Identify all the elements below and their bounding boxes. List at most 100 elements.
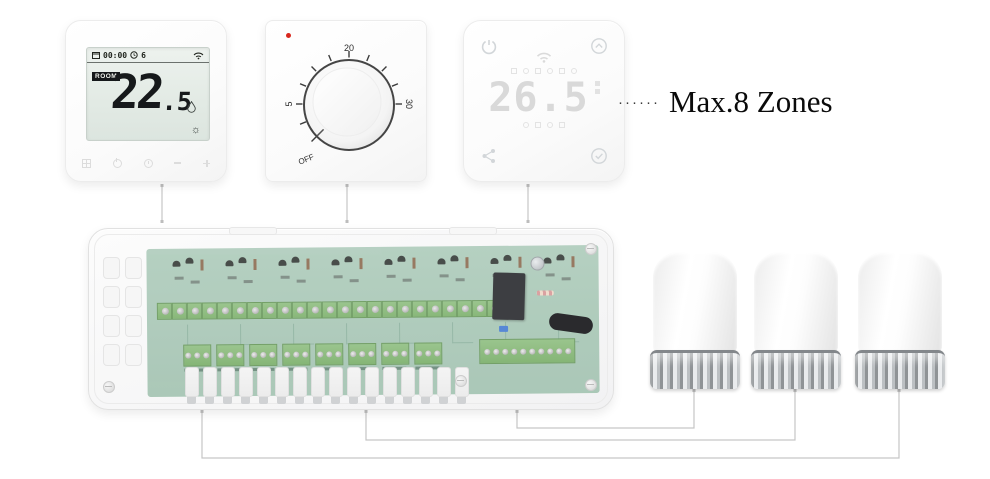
strain-relief-tooth [401, 367, 415, 404]
mini-status-icon [547, 68, 553, 74]
clock-button-icon [143, 158, 153, 168]
terminal-screw [359, 351, 366, 358]
diode [455, 278, 465, 282]
diode [561, 277, 571, 281]
mounting-slot [125, 315, 142, 337]
mini-mode-icon [523, 122, 529, 128]
calendar-icon [92, 52, 100, 59]
terminal-screw [284, 351, 291, 358]
mini-status-icon [559, 68, 565, 74]
wifi-icon [536, 52, 552, 63]
dial-label-off: OFF [297, 152, 315, 166]
strain-relief-tooth [275, 367, 289, 404]
terminal-screw [501, 348, 508, 355]
terminal-screw [416, 350, 423, 357]
strain-relief-tooth [203, 367, 217, 404]
terminal-screw [350, 351, 357, 358]
dial-label-30: 30 [404, 99, 414, 109]
power-terminal-block [479, 338, 576, 365]
zone-terminal [183, 344, 212, 367]
capacitor [530, 256, 545, 271]
terminal-screw [227, 352, 234, 359]
terminal-screw [555, 347, 562, 354]
channel-cluster [276, 255, 322, 297]
terminal-screw [334, 351, 341, 358]
terminal-screw [202, 352, 209, 359]
mini-mode-icon [535, 122, 541, 128]
terminal-screw [185, 352, 192, 359]
mini-mode-icon [547, 122, 553, 128]
pcb-trace [399, 322, 421, 344]
zone-terminal [315, 343, 344, 366]
terminal-screw [425, 350, 432, 357]
mini-status-icon [523, 68, 529, 74]
strain-relief-tooth [419, 367, 433, 404]
mounting-slot [103, 286, 120, 308]
terminal-screw [218, 352, 225, 359]
terminal-cell [426, 300, 442, 318]
pcb-trace [187, 324, 209, 346]
actuator [650, 252, 740, 392]
terminal-screw [326, 351, 333, 358]
mounting-slot [103, 257, 120, 279]
terminal-cell [336, 301, 352, 319]
dial-label-20: 20 [344, 43, 354, 53]
resistor [536, 290, 554, 296]
terminal-cell [441, 300, 457, 318]
pcb-trace [452, 322, 474, 344]
transistor [503, 254, 512, 261]
transistor [397, 255, 406, 262]
dial-ticks [296, 51, 402, 142]
diode [439, 274, 449, 278]
actuator [751, 252, 841, 392]
wifi-icon [193, 52, 204, 59]
terminal-cell [306, 301, 322, 319]
pcb-trace [293, 323, 315, 345]
terminal-screw [546, 347, 553, 354]
strain-relief-tooth [257, 367, 271, 404]
diode [386, 274, 396, 278]
terminal-screw [301, 351, 308, 358]
status-icons-row [511, 68, 577, 74]
power-icon [112, 157, 122, 168]
temperature-value: 26.5 [488, 75, 589, 121]
pcb-trace [346, 323, 368, 345]
channel-cluster [329, 255, 375, 297]
mounting-slots [103, 257, 142, 366]
terminal-screw [537, 348, 544, 355]
enclosure-tab [449, 227, 497, 235]
terminal-screw [194, 352, 201, 359]
plus-icon [203, 159, 210, 167]
zone-terminal [414, 342, 443, 365]
pcb-trace [240, 323, 262, 346]
transistor [172, 260, 181, 267]
resistor [571, 256, 575, 268]
relay [492, 272, 526, 321]
transistor [278, 259, 287, 266]
terminal-screw [367, 350, 374, 358]
mini-status-icon [571, 68, 577, 74]
temperature-integer: 22 [109, 65, 164, 120]
terminal-screw [510, 348, 517, 355]
resistor [518, 256, 522, 268]
terminal-cell [276, 301, 292, 319]
power-touch-icon [481, 40, 497, 55]
setpoint-segments [594, 81, 600, 94]
strain-relief-tooth [347, 367, 361, 404]
channel-cluster [541, 253, 587, 295]
mode-badge: ROOM [92, 72, 121, 81]
terminal-cell [291, 301, 307, 319]
resistor [465, 257, 469, 269]
mounting-slot [125, 286, 142, 308]
mounting-slot [125, 257, 142, 279]
mounting-slot [103, 344, 120, 366]
terminal-cell [321, 301, 337, 319]
terminal-cell [366, 300, 382, 319]
transistor [384, 258, 393, 265]
thermal-actuators [650, 252, 990, 400]
touch-display-area: 26.5 [464, 51, 624, 128]
actuator-knurled-ring [751, 350, 841, 389]
terminal-screw [433, 350, 440, 357]
diode [243, 280, 253, 284]
